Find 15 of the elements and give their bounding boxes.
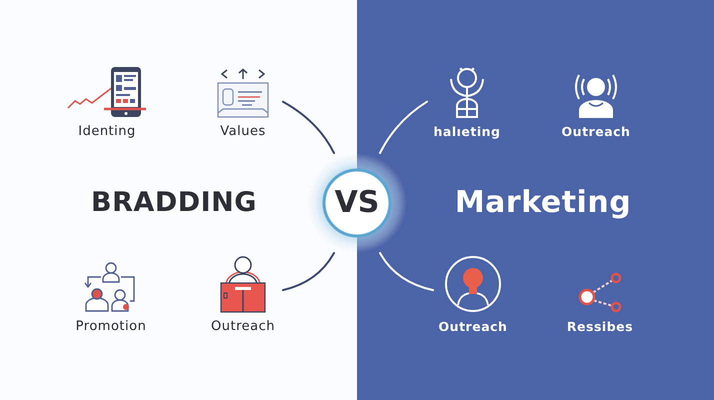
item-label: Outreach <box>438 319 508 334</box>
item-label: Outreach <box>211 319 275 334</box>
item-label: Outreach <box>562 124 630 139</box>
item-label: halıeting <box>434 124 500 139</box>
curved-line <box>379 252 434 292</box>
vs-label: VS <box>334 187 380 219</box>
panel-heading: BRADDING <box>91 186 257 220</box>
item-label: Values <box>220 124 266 139</box>
curved-line <box>282 100 335 154</box>
item-label: Identing <box>78 124 136 139</box>
curved-line <box>282 252 335 292</box>
item-label: Promotion <box>76 319 146 334</box>
panel-heading: Marketing <box>454 185 632 221</box>
curved-line <box>379 100 428 154</box>
item-label: Ressibes <box>566 319 634 334</box>
